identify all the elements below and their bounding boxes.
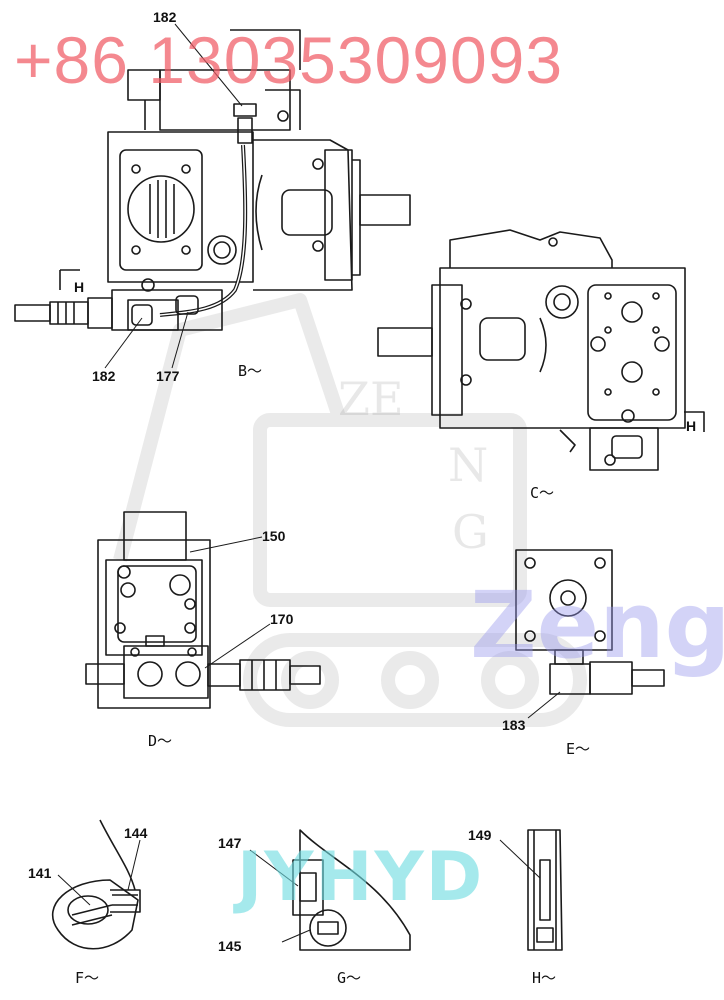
faint-watermark-n: N xyxy=(448,438,489,492)
view-g-detail xyxy=(292,829,411,951)
part-label-183: 183 xyxy=(502,717,526,733)
phone-watermark: +86 13035309093 xyxy=(14,23,564,97)
view-label-g: G～ xyxy=(337,969,362,987)
part-label-141: 141 xyxy=(28,865,52,881)
view-c-pump xyxy=(377,229,705,471)
view-f-detail xyxy=(51,819,141,950)
part-label-182-bottom: 182 xyxy=(92,368,116,384)
background-excavator-watermark xyxy=(113,293,587,727)
view-d-leaders xyxy=(189,536,271,669)
view-d-valve xyxy=(85,511,321,709)
view-h-leaders xyxy=(499,839,541,879)
part-label-149: 149 xyxy=(468,827,492,843)
view-e-leaders xyxy=(527,691,561,719)
view-f-leaders xyxy=(57,839,141,906)
view-label-c: C～ xyxy=(530,484,555,502)
view-b-pump xyxy=(14,29,411,331)
part-label-182-top: 182 xyxy=(153,9,177,25)
part-label-177: 177 xyxy=(156,368,180,384)
view-h-detail xyxy=(527,829,563,951)
part-label-170: 170 xyxy=(270,611,294,627)
view-label-b: B～ xyxy=(238,362,263,380)
view-b-leaders xyxy=(104,23,243,369)
jyhyd-watermark: JYHYD xyxy=(237,838,485,917)
part-label-147: 147 xyxy=(218,835,242,851)
view-c-h-marker: H xyxy=(686,418,697,434)
view-g-leaders xyxy=(249,849,311,943)
part-label-145: 145 xyxy=(218,938,242,954)
zeng-watermark: Zeng xyxy=(470,572,724,679)
view-label-h: H～ xyxy=(532,969,557,987)
view-label-f: F～ xyxy=(75,969,100,987)
faint-watermark-ze: ZE xyxy=(338,372,404,426)
view-e-valve xyxy=(515,549,665,695)
part-label-144: 144 xyxy=(124,825,148,841)
faint-watermark-g: G xyxy=(452,505,489,559)
view-label-d: D～ xyxy=(148,732,173,750)
view-b-h-marker: H xyxy=(74,279,85,295)
view-label-e: E～ xyxy=(566,740,591,758)
part-label-150: 150 xyxy=(262,528,286,544)
